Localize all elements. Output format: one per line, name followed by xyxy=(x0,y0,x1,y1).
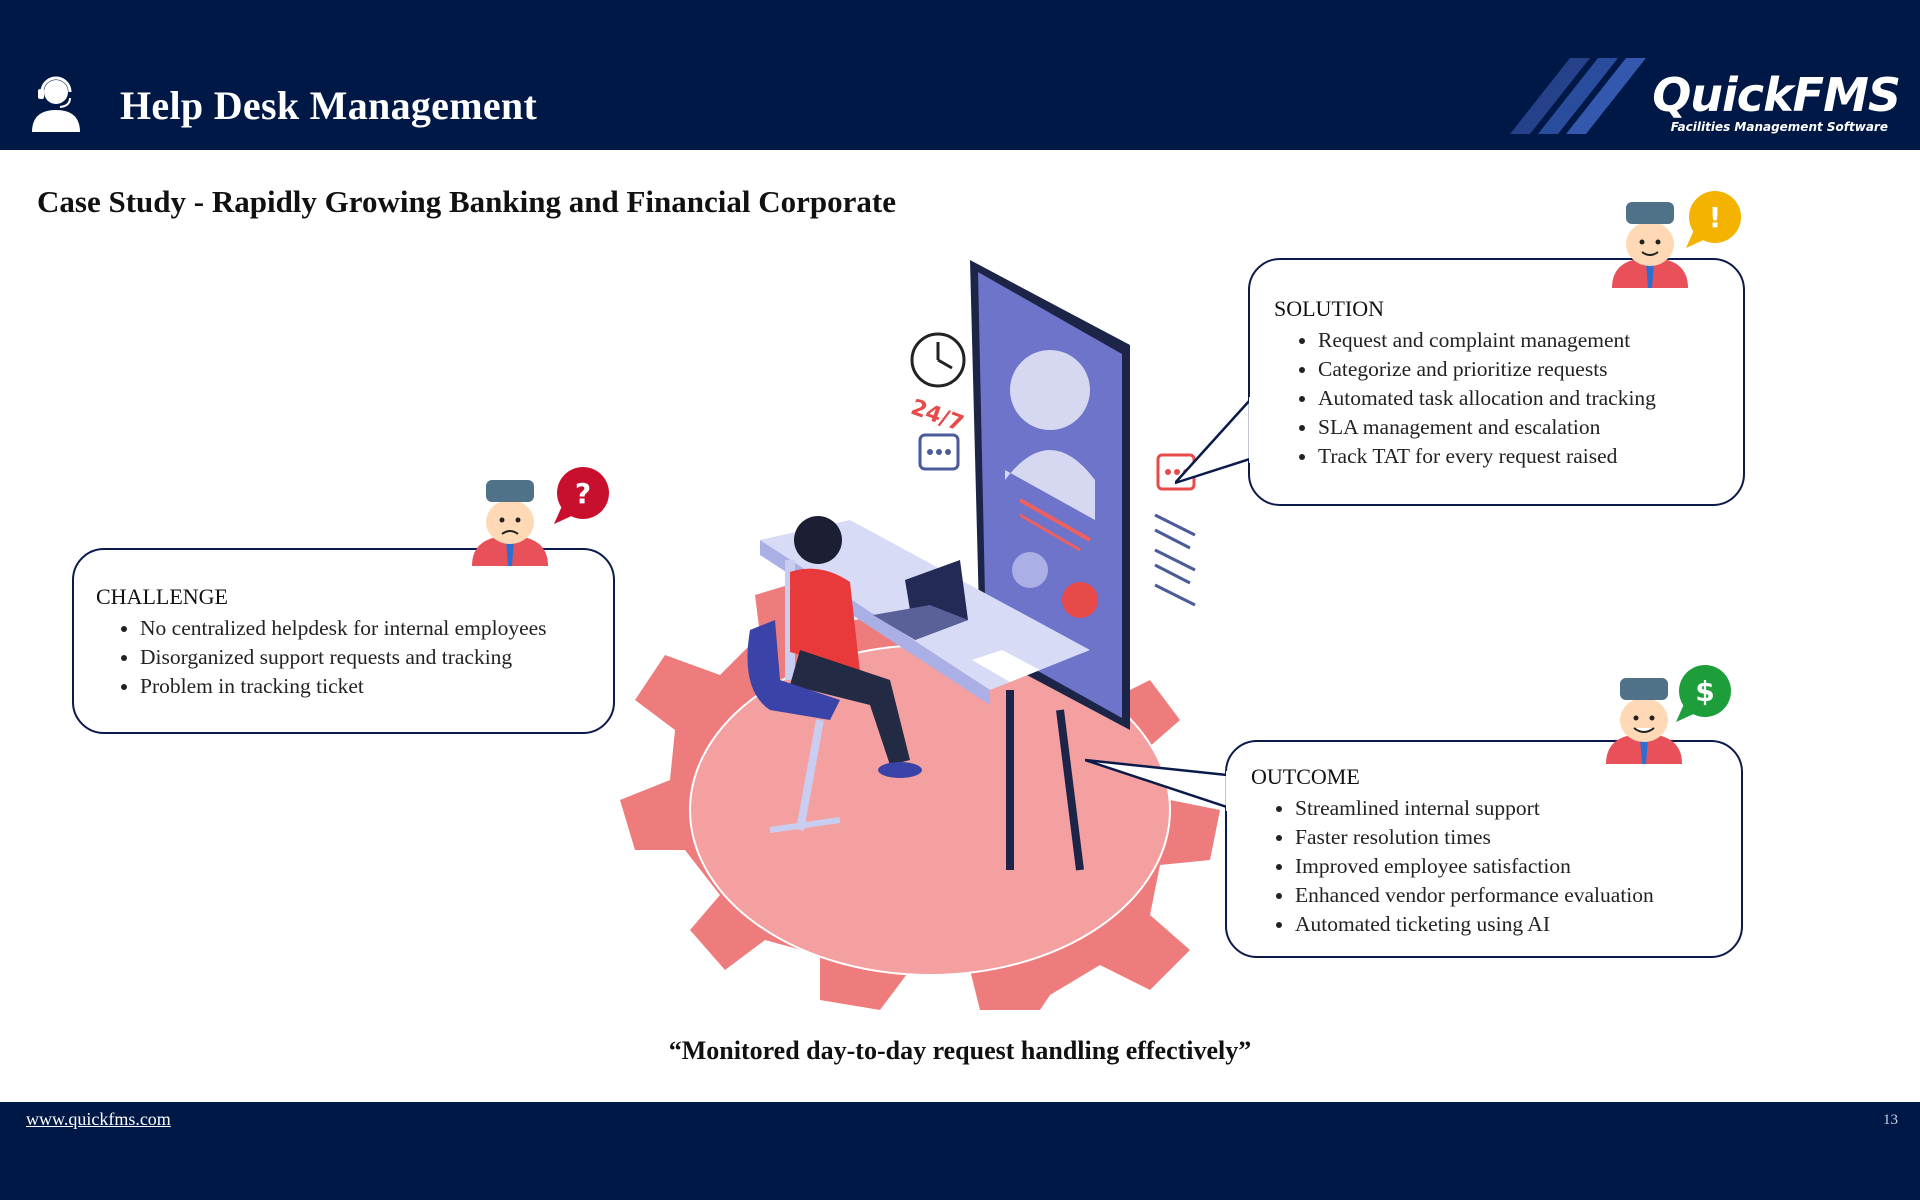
solution-box: SOLUTION Request and complaint managemen… xyxy=(1248,258,1745,506)
dollar-bubble-icon: $ xyxy=(1676,665,1731,722)
solution-pointer xyxy=(1175,396,1255,485)
quickfms-logo: QuickFMS Facilities Management Software xyxy=(1640,68,1901,134)
logo-stripes xyxy=(1510,58,1646,134)
document-lines-graphic xyxy=(1154,513,1196,607)
list-item: SLA management and escalation xyxy=(1318,413,1743,442)
list-item: Automated task allocation and tracking xyxy=(1318,384,1743,413)
list-item: Problem in tracking ticket xyxy=(140,672,613,701)
footer-bar xyxy=(0,1102,1920,1200)
logo-tagline: Facilities Management Software xyxy=(1670,120,1888,134)
badge-24-7: 24/7 xyxy=(907,395,966,437)
clock-icon xyxy=(910,332,966,388)
list-item: No centralized helpdesk for internal emp… xyxy=(140,614,613,643)
list-item: Categorize and prioritize requests xyxy=(1318,355,1743,384)
challenge-box: CHALLENGE No centralized helpdesk for in… xyxy=(72,548,615,734)
outcome-box: OUTCOME Streamlined internal support Fas… xyxy=(1225,740,1743,958)
outcome-pointer xyxy=(1085,758,1230,811)
list-item: Track TAT for every request raised xyxy=(1318,442,1743,471)
page-title: Help Desk Management xyxy=(120,83,538,128)
outcome-list: Streamlined internal support Faster reso… xyxy=(1251,794,1741,939)
challenge-list: No centralized helpdesk for internal emp… xyxy=(96,614,613,701)
sad-avatar-icon xyxy=(472,480,548,566)
challenge-title: CHALLENGE xyxy=(96,584,228,609)
svg-text:?: ? xyxy=(575,477,591,510)
logo-name: QuickFMS xyxy=(1652,68,1901,122)
question-bubble-icon: ? xyxy=(554,467,609,524)
happy-avatar-icon xyxy=(1606,678,1682,764)
list-item: Streamlined internal support xyxy=(1295,794,1741,823)
page-number: 13 xyxy=(1883,1112,1898,1128)
list-item: Faster resolution times xyxy=(1295,823,1741,852)
svg-text:$: $ xyxy=(1695,675,1714,708)
case-study-title: Case Study - Rapidly Growing Banking and… xyxy=(37,184,896,219)
chat-icon xyxy=(918,433,960,471)
solution-list: Request and complaint management Categor… xyxy=(1274,326,1743,471)
support-agent-icon xyxy=(32,76,80,132)
helpdesk-illustration: 24/7 xyxy=(620,260,1220,1010)
list-item: Improved employee satisfaction xyxy=(1295,852,1741,881)
testimonial-quote: “Monitored day-to-day request handling e… xyxy=(668,1036,1252,1065)
smiling-avatar-icon xyxy=(1612,202,1688,288)
support-agent-graphic xyxy=(747,516,922,833)
list-item: Enhanced vendor performance evaluation xyxy=(1295,881,1741,910)
list-item: Automated ticketing using AI xyxy=(1295,910,1741,939)
list-item: Disorganized support requests and tracki… xyxy=(140,643,613,672)
solution-title: SOLUTION xyxy=(1274,296,1384,321)
svg-text:!: ! xyxy=(1709,201,1722,234)
outcome-title: OUTCOME xyxy=(1251,764,1360,789)
list-item: Request and complaint management xyxy=(1318,326,1743,355)
website-link[interactable]: www.quickfms.com xyxy=(26,1109,171,1129)
exclamation-bubble-icon: ! xyxy=(1686,191,1741,248)
